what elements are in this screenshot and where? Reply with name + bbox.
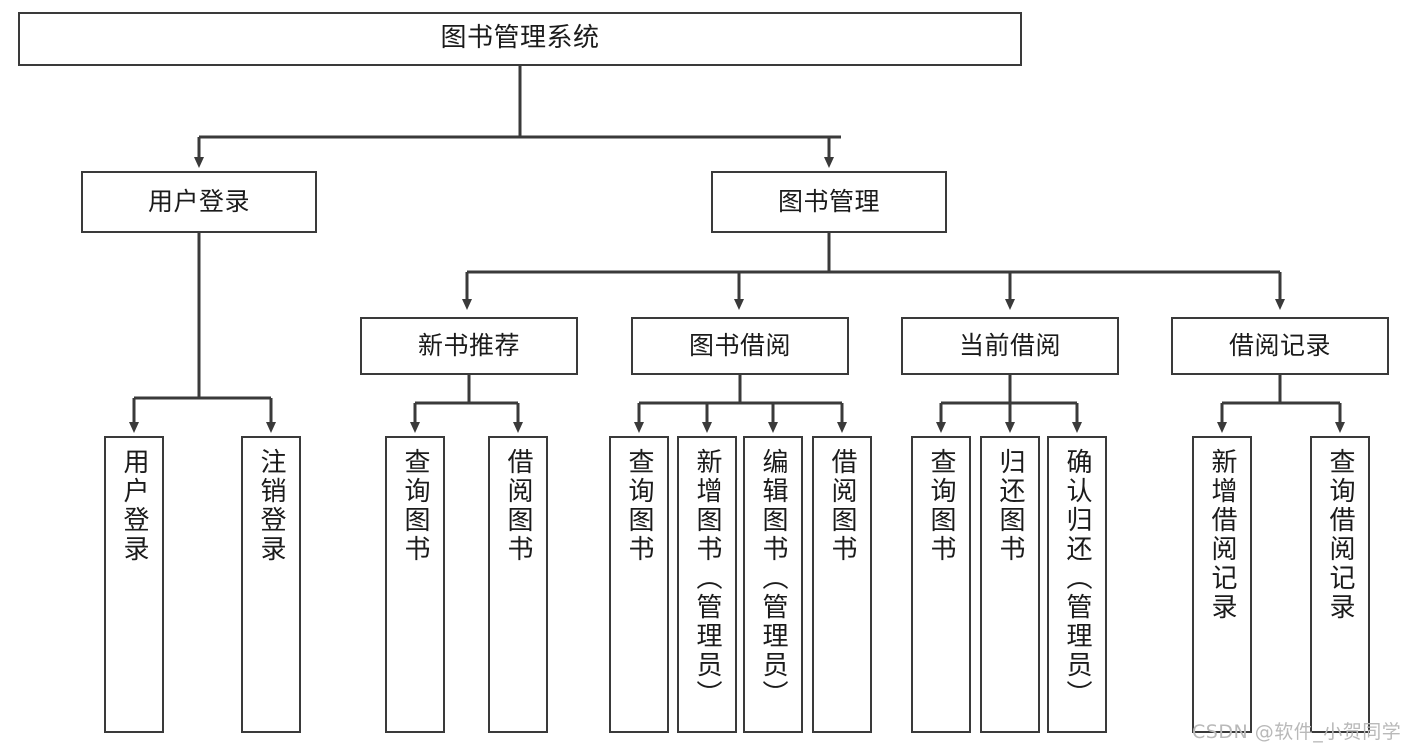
leaf-add-borrow-record[interactable]: 新增借阅记录 [1192,436,1252,733]
node-current-borrow[interactable]: 当前借阅 [901,317,1119,375]
leaf-query-borrow-record[interactable]: 查询借阅记录 [1310,436,1370,733]
node-label: 新增图书（管理员） [692,448,722,709]
leaf-edit-book-admin[interactable]: 编辑图书（管理员） [743,436,803,733]
node-label: 新增借阅记录 [1207,448,1237,622]
node-label: 查询图书 [400,448,430,564]
node-label: 新书推荐 [417,330,520,360]
node-label: 编辑图书（管理员） [758,448,788,709]
node-label: 借阅图书 [503,448,533,564]
node-book-borrow[interactable]: 图书借阅 [631,317,849,375]
node-label: 图书管理 [777,186,880,216]
node-label: 当前借阅 [958,330,1061,360]
node-label: 查询借阅记录 [1325,448,1355,622]
node-label: 图书借阅 [688,330,791,360]
node-new-book-recommend[interactable]: 新书推荐 [360,317,578,375]
leaf-query-book-recommend[interactable]: 查询图书 [385,436,445,733]
node-label: 确认归还（管理员） [1062,448,1092,709]
node-label: 借阅图书 [827,448,857,564]
node-label: 图书管理系统 [440,23,600,54]
leaf-query-book-borrow[interactable]: 查询图书 [609,436,669,733]
node-label: 用户登录 [119,448,149,564]
leaf-user-login[interactable]: 用户登录 [104,436,164,733]
node-label: 借阅记录 [1228,330,1331,360]
leaf-confirm-return-admin[interactable]: 确认归还（管理员） [1047,436,1107,733]
leaf-add-book-admin[interactable]: 新增图书（管理员） [677,436,737,733]
leaf-return-book[interactable]: 归还图书 [980,436,1040,733]
node-label: 查询图书 [624,448,654,564]
node-borrow-record[interactable]: 借阅记录 [1171,317,1389,375]
node-label: 注销登录 [256,448,286,564]
leaf-borrow-book[interactable]: 借阅图书 [812,436,872,733]
node-label: 用户登录 [147,186,250,216]
node-user-login[interactable]: 用户登录 [81,171,317,233]
node-root-book-management-system[interactable]: 图书管理系统 [18,12,1022,66]
node-label: 查询图书 [926,448,956,564]
node-label: 归还图书 [995,448,1025,564]
node-book-management[interactable]: 图书管理 [711,171,947,233]
csdn-watermark: CSDN @软件_小贺同学 [1192,721,1402,743]
leaf-user-logout[interactable]: 注销登录 [241,436,301,733]
leaf-query-book-current[interactable]: 查询图书 [911,436,971,733]
leaf-borrow-book-recommend[interactable]: 借阅图书 [488,436,548,733]
